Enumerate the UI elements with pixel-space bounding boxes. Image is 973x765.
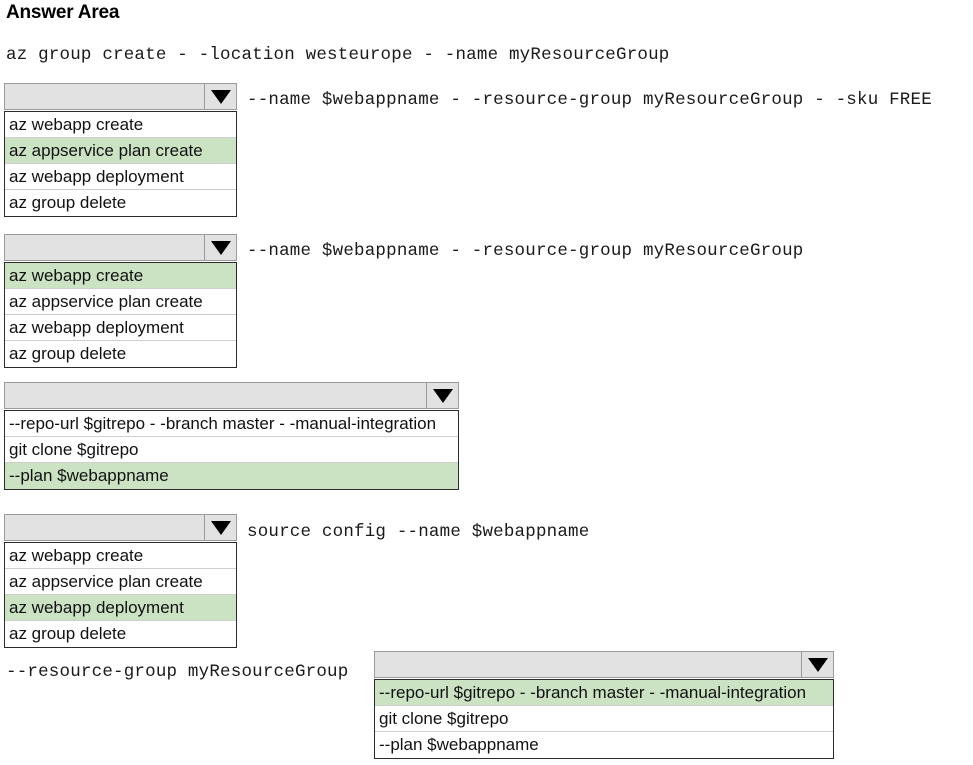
chevron-down-icon[interactable] [204, 84, 236, 109]
command-line-6-prefix: --resource-group myResourceGroup [6, 662, 349, 682]
list-item[interactable]: az group delete [9, 624, 127, 643]
command-dropdown-2[interactable] [4, 234, 237, 261]
command-dropdown-5-options[interactable]: --repo-url $gitrepo - -branch master - -… [374, 679, 834, 759]
list-item[interactable]: --repo-url $gitrepo - -branch master - -… [375, 680, 833, 706]
list-item[interactable]: --plan $webappname [5, 463, 458, 489]
chevron-down-icon[interactable] [204, 235, 236, 260]
list-item[interactable]: --plan $webappname [379, 735, 539, 754]
list-item[interactable]: az group delete [9, 193, 127, 212]
command-dropdown-2-value[interactable] [5, 235, 204, 260]
list-item[interactable]: az group delete [9, 344, 127, 363]
chevron-down-icon[interactable] [204, 515, 236, 540]
list-item[interactable]: az webapp deployment [5, 164, 236, 190]
command-dropdown-1[interactable] [4, 83, 237, 110]
command-dropdown-2-options[interactable]: az webapp create az appservice plan crea… [4, 262, 237, 368]
command-line-5-suffix: source config --name $webappname [247, 522, 590, 542]
list-item[interactable]: az webapp create [5, 263, 236, 289]
list-item[interactable]: --repo-url $gitrepo - -branch master - -… [5, 411, 458, 437]
command-dropdown-4-value[interactable] [5, 515, 204, 540]
page-title: Answer Area [6, 2, 120, 23]
command-dropdown-4[interactable] [4, 514, 237, 541]
command-dropdown-1-value[interactable] [5, 84, 204, 109]
chevron-down-icon[interactable] [801, 652, 833, 677]
command-dropdown-5-value[interactable] [375, 652, 801, 677]
list-item[interactable]: git clone $gitrepo [5, 437, 458, 463]
command-dropdown-3[interactable] [4, 382, 459, 409]
command-line-2-suffix: --name $webappname - -resource-group myR… [247, 90, 932, 110]
command-dropdown-5[interactable] [374, 651, 834, 678]
command-dropdown-1-options[interactable]: az webapp create az appservice plan crea… [4, 111, 237, 217]
command-dropdown-3-value[interactable] [5, 383, 426, 408]
command-line-3-suffix: --name $webappname - -resource-group myR… [247, 241, 804, 261]
command-dropdown-4-options[interactable]: az webapp create az appservice plan crea… [4, 542, 237, 648]
chevron-down-icon[interactable] [426, 383, 458, 408]
list-item[interactable]: az appservice plan create [5, 569, 236, 595]
list-item[interactable]: az webapp create [5, 112, 236, 138]
command-line-1-text: az group create - -location westeurope -… [6, 45, 670, 65]
list-item[interactable]: az appservice plan create [5, 138, 236, 164]
list-item[interactable]: az webapp create [5, 543, 236, 569]
list-item[interactable]: az webapp deployment [5, 315, 236, 341]
list-item[interactable]: az webapp deployment [5, 595, 236, 621]
list-item[interactable]: git clone $gitrepo [375, 706, 833, 732]
list-item[interactable]: az appservice plan create [5, 289, 236, 315]
command-dropdown-3-options[interactable]: --repo-url $gitrepo - -branch master - -… [4, 410, 459, 490]
